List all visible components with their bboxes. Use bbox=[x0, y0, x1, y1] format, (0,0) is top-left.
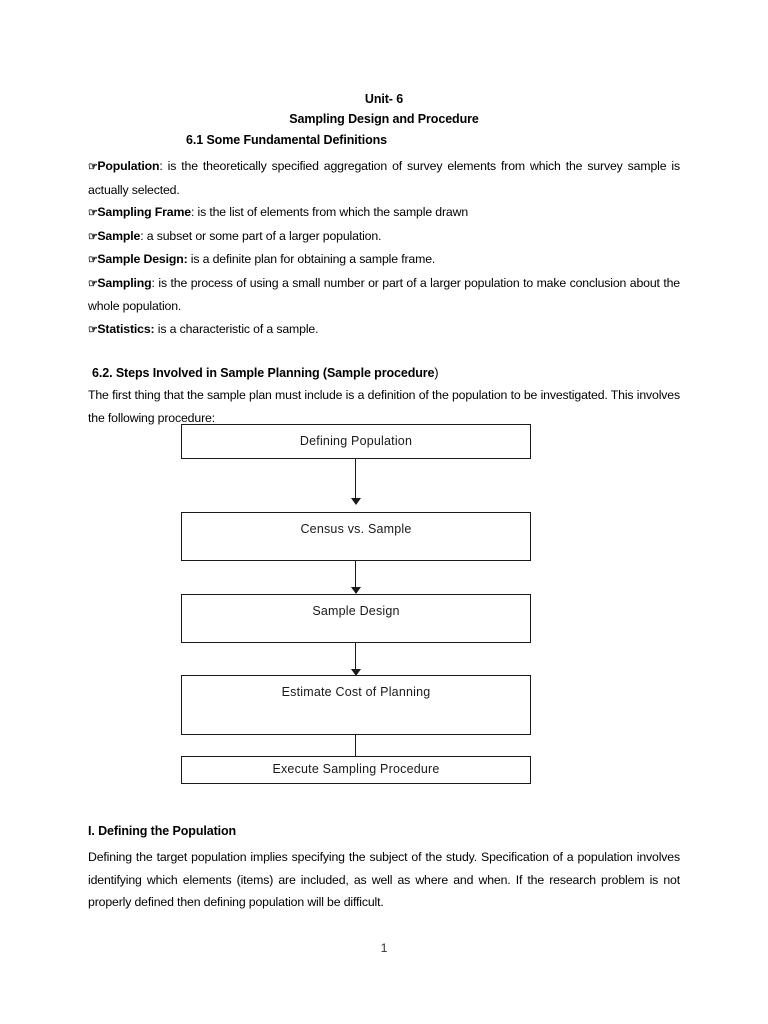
flow-box-census-vs-sample: Census vs. Sample bbox=[181, 512, 531, 561]
unit-title: Unit- 6 bbox=[364, 92, 404, 106]
flow-box-sample-design: Sample Design bbox=[181, 594, 531, 643]
pointing-hand-icon: ☞ bbox=[88, 207, 98, 219]
flow-connector-line bbox=[355, 459, 357, 498]
flow-arrow-head-icon bbox=[350, 498, 361, 505]
definition-item: ☞Sample: a subset or some part of a larg… bbox=[88, 225, 680, 249]
definition-description: is the theoretically specified aggregati… bbox=[88, 159, 680, 197]
definition-description: is a definite plan for obtaining a sampl… bbox=[187, 252, 436, 266]
definition-term: Sample Design: bbox=[97, 252, 188, 266]
section-heading-6-2-bold: 6.2. Steps Involved in Sample Planning (… bbox=[92, 366, 435, 380]
section-heading-6-2-tail: ) bbox=[434, 366, 439, 380]
section-heading-i: I. Defining the Population bbox=[88, 824, 237, 838]
section-i-paragraph: Defining the target population implies s… bbox=[88, 850, 680, 909]
unit-subtitle: Sampling Design and Procedure bbox=[289, 112, 479, 126]
definition-separator: : bbox=[140, 228, 144, 243]
flow-box-execute-sampling-procedure: Execute Sampling Procedure bbox=[181, 756, 531, 784]
flow-box-label: Defining Population bbox=[299, 434, 413, 448]
definition-item: ☞Population: is the theoretically specif… bbox=[88, 155, 680, 201]
pointing-hand-icon: ☞ bbox=[88, 323, 98, 336]
flow-connector-line bbox=[355, 643, 357, 669]
page-number: 1 bbox=[380, 941, 388, 955]
definition-description: is the list of elements from which the s… bbox=[194, 205, 469, 219]
definitions-list: ☞Population: is the theoretically specif… bbox=[88, 155, 680, 341]
definition-separator: : bbox=[159, 159, 163, 173]
pointing-hand-icon: ☞ bbox=[88, 277, 98, 290]
definition-item: ☞Sampling Frame: is the list of elements… bbox=[88, 201, 680, 225]
title-block: Unit- 6 Sampling Design and Procedure 6.… bbox=[88, 89, 680, 151]
definition-term: Sample bbox=[97, 228, 141, 243]
section-heading-6-2: 6.2. Steps Involved in Sample Planning (… bbox=[92, 363, 680, 384]
definition-separator: : bbox=[190, 205, 195, 219]
definition-term: Sampling bbox=[97, 275, 152, 290]
flow-arrow-head-icon bbox=[350, 669, 361, 676]
definition-description: is a characteristic of a sample. bbox=[154, 321, 319, 336]
pointing-hand-icon: ☞ bbox=[88, 161, 98, 173]
pointing-hand-icon: ☞ bbox=[88, 254, 98, 266]
definition-term: Population bbox=[97, 159, 160, 173]
flow-box-label: Sample Design bbox=[312, 604, 400, 618]
definition-description: is the process of using a small number o… bbox=[88, 275, 680, 314]
flow-box-defining-population: Defining Population bbox=[181, 424, 531, 459]
definition-term: Sampling Frame bbox=[97, 205, 191, 219]
definition-separator: : bbox=[151, 275, 155, 290]
flow-arrow-head-icon bbox=[350, 587, 361, 594]
flow-box-label: Estimate Cost of Planning bbox=[281, 685, 431, 699]
flow-box-estimate-cost-of-planning: Estimate Cost of Planning bbox=[181, 675, 531, 735]
flow-box-label: Census vs. Sample bbox=[300, 522, 412, 536]
flow-connector-line bbox=[355, 735, 357, 756]
pointing-hand-icon: ☞ bbox=[88, 230, 98, 243]
section-6-2-intro: The first thing that the sample plan mus… bbox=[88, 388, 680, 425]
definition-item: ☞Statistics: is a characteristic of a sa… bbox=[88, 318, 680, 342]
definition-description: a subset or some part of a larger popula… bbox=[143, 228, 382, 243]
definition-item: ☞Sampling: is the process of using a sma… bbox=[88, 272, 680, 318]
section-heading-6-1: 6.1 Some Fundamental Definitions bbox=[186, 133, 387, 147]
flow-connector-line bbox=[355, 561, 357, 587]
text-column: Unit- 6 Sampling Design and Procedure 6.… bbox=[88, 0, 680, 429]
definition-item: ☞Sample Design: is a definite plan for o… bbox=[88, 248, 680, 272]
flow-box-label: Execute Sampling Procedure bbox=[272, 762, 440, 776]
section-6-2: 6.2. Steps Involved in Sample Planning (… bbox=[88, 363, 680, 429]
definition-term: Statistics: bbox=[97, 321, 155, 336]
section-i-body: Defining the target population implies s… bbox=[88, 846, 680, 914]
